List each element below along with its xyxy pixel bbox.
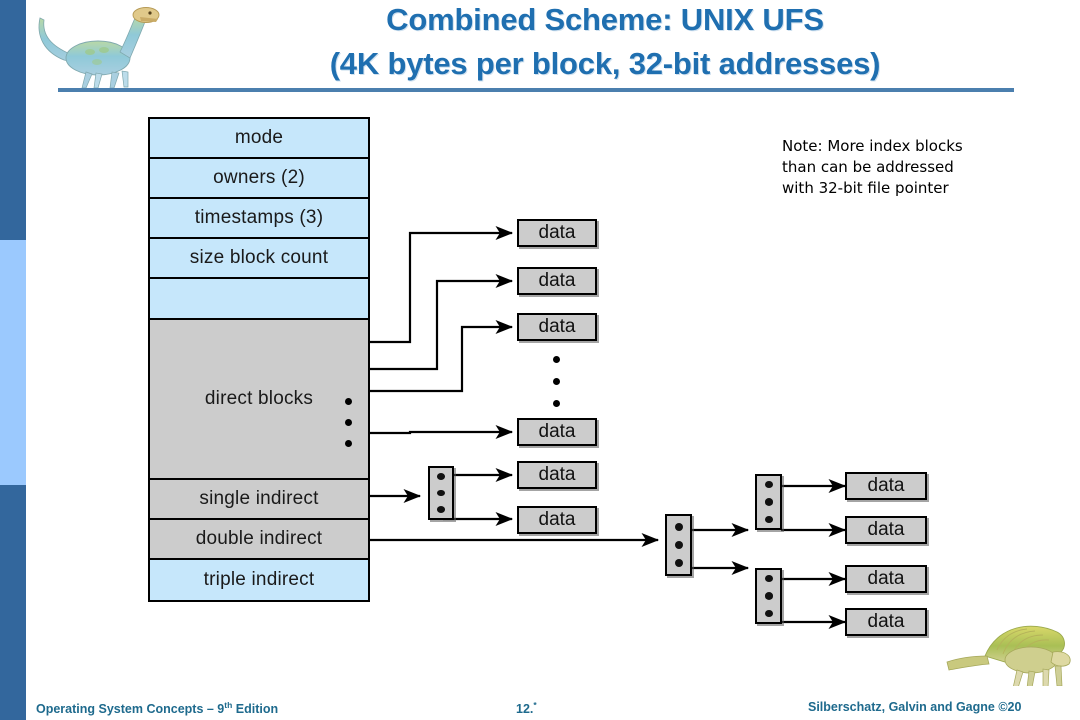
- footer-left: Operating System Concepts – 9th Edition: [36, 700, 278, 716]
- inode-structure-table: mode owners (2) timestamps (3) size bloc…: [148, 117, 370, 602]
- sidebar-band-middle: [0, 240, 26, 485]
- sidebar-band-bottom: [0, 485, 26, 720]
- inode-row-timestamps: timestamps (3): [150, 199, 368, 239]
- data-block-direct-2: data: [517, 267, 597, 295]
- footer-divider: [26, 686, 1080, 689]
- footer-left-dash: – 9: [206, 702, 225, 717]
- data-block-triple-2: data: [845, 516, 927, 544]
- footer-left-superscript: th: [224, 700, 233, 710]
- data-block-direct-1: data: [517, 219, 597, 247]
- data-block-triple-4: data: [845, 608, 927, 636]
- double-indirect-index-block: [665, 514, 692, 576]
- data-block-direct-3: data: [517, 313, 597, 341]
- data-blocks-ellipsis-dots: [553, 356, 560, 422]
- title-divider: [58, 88, 1014, 92]
- slide-title-line-2: (4K bytes per block, 32-bit addresses): [329, 46, 881, 81]
- dinosaur-logo-bottom-icon: [945, 618, 1075, 692]
- dinosaur-logo-icon: [36, 2, 176, 90]
- diagram-connectors: [347, 225, 847, 630]
- slide-title: Combined Scheme: UNIX UFS (4K bytes per …: [190, 0, 1020, 86]
- data-block-single-indirect-2: data: [517, 506, 597, 534]
- inode-row-owners: owners (2): [150, 159, 368, 199]
- inode-row-double-indirect: double indirect: [150, 520, 368, 560]
- data-block-triple-1: data: [845, 472, 927, 500]
- data-block-triple-3: data: [845, 565, 927, 593]
- footer-copyright: Silberschatz, Galvin and Gagne ©20: [808, 700, 1022, 714]
- footer-left-tail: Edition: [232, 702, 279, 717]
- inode-row-mode: mode: [150, 119, 368, 159]
- inode-row-single-indirect: single indirect: [150, 480, 368, 520]
- single-indirect-index-block: [428, 466, 454, 520]
- footer-left-main: Operating System Concepts: [36, 702, 207, 717]
- third-level-index-block-lower: [755, 568, 782, 624]
- note-annotation: Note: More index blocks than can be addr…: [782, 137, 963, 197]
- direct-blocks-ellipsis-dots: [345, 398, 355, 461]
- data-block-single-indirect-1: data: [517, 461, 597, 489]
- slide-title-line-1: Combined Scheme: UNIX UFS: [386, 2, 824, 37]
- sidebar-band-top: [0, 0, 26, 240]
- footer-center-text: 12.: [516, 702, 534, 717]
- inode-row-direct-blocks: direct blocks: [150, 320, 368, 480]
- inode-row-blank: [150, 279, 368, 320]
- data-block-direct-4: data: [517, 418, 597, 446]
- inode-row-triple-indirect: triple indirect: [150, 560, 368, 600]
- third-level-index-block-upper: [755, 474, 782, 530]
- inode-row-size-block-count: size block count: [150, 239, 368, 279]
- footer-center-superscript: *: [533, 700, 537, 710]
- ufs-inode-diagram: mode owners (2) timestamps (3) size bloc…: [148, 117, 927, 636]
- footer-slide-number: 12.*: [516, 700, 537, 716]
